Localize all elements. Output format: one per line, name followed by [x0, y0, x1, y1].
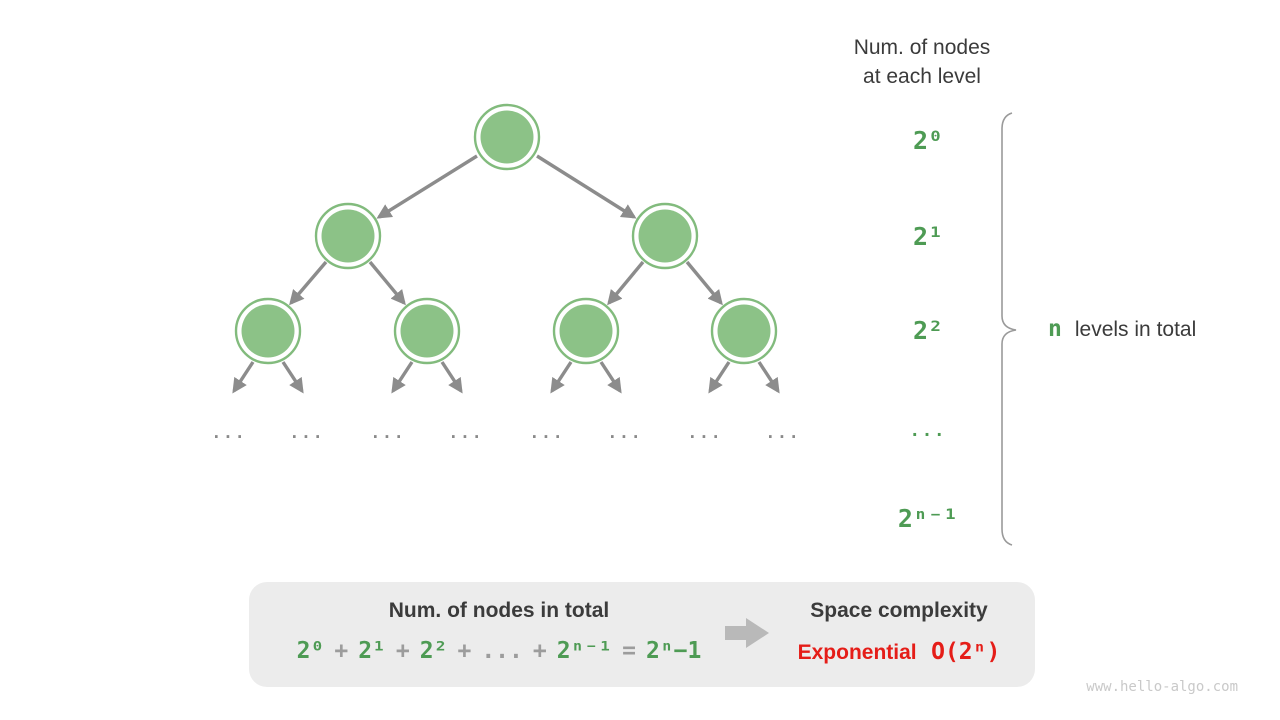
formula-token: 2ⁿ−1 — [645, 638, 702, 664]
tree-nodes — [234, 103, 778, 365]
arrow-tail — [725, 626, 746, 640]
n-symbol: n — [1048, 316, 1062, 342]
formula-token: + — [395, 638, 410, 664]
tree-node-l3-4 — [710, 297, 778, 365]
formula-token: 2¹ — [358, 638, 386, 664]
tree-node-l3-2 — [393, 297, 461, 365]
edge-continue-6 — [599, 361, 622, 394]
edge-l2-ll — [289, 260, 328, 306]
tree-node-l2-left — [314, 202, 382, 270]
levels-total-label: n levels in total — [1048, 316, 1196, 346]
tree-ellipsis-8: ... — [765, 423, 801, 442]
level-count-ellipsis: ... — [909, 421, 947, 441]
edge-l2-rl — [607, 260, 645, 306]
formula-token: 2² — [419, 638, 448, 664]
edge-continue-4 — [440, 361, 463, 394]
arrow-head — [746, 618, 769, 648]
tree-node-l2-right — [631, 202, 699, 270]
tree-node-l3-3 — [552, 297, 620, 365]
header-line1: Num. of nodes — [853, 36, 991, 59]
edge-root-right — [536, 154, 637, 219]
formula-token: 2ⁿ⁻¹ — [556, 638, 613, 664]
complexity-result: Exponential O(2ⁿ) — [779, 634, 1019, 673]
edge-continue-1 — [232, 361, 255, 394]
formula-token: = — [622, 638, 636, 664]
tree-edges — [232, 154, 780, 394]
formula-token: 2⁰ — [296, 638, 325, 664]
implies-arrow-icon — [725, 618, 769, 648]
level-count-1: 2¹ — [912, 222, 944, 251]
curly-brace — [1001, 112, 1017, 546]
total-nodes-title: Num. of nodes in total — [388, 599, 610, 622]
edge-l2-rr — [685, 260, 723, 306]
space-complexity-section: Space complexity Exponential O(2ⁿ) — [779, 582, 1019, 673]
right-panel-header: Num. of nodes at each level — [792, 33, 1052, 91]
total-nodes-section: Num. of nodes in total 2⁰ +2¹ +2² +... +2ⁿ⁻¹… — [249, 582, 749, 669]
tree-node-l3-1 — [234, 297, 302, 365]
tree-ellipsis-3: ... — [370, 423, 406, 442]
geometric-sum-formula: 2⁰ +2¹ +2² +... +2ⁿ⁻¹ = 2ⁿ−1 — [249, 633, 749, 669]
level-count-n: 2ⁿ⁻¹ — [897, 504, 959, 533]
complexity-word: Exponential — [797, 641, 917, 664]
edge-continue-3 — [391, 361, 414, 394]
edge-continue-7 — [708, 361, 731, 394]
tree-node-root — [473, 103, 541, 171]
tree-ellipsis-6: ... — [607, 423, 643, 442]
tree-ellipsis-5: ... — [529, 423, 565, 442]
level-count-0: 2⁰ — [912, 126, 944, 155]
tree-ellipsis-7: ... — [687, 423, 723, 442]
levels-total-text: levels in total — [1074, 318, 1197, 341]
header-line2: at each level — [863, 65, 981, 88]
tree-ellipsis-4: ... — [448, 423, 484, 442]
edge-continue-5 — [550, 361, 573, 394]
formula-token: + — [532, 638, 547, 664]
big-o-notation: O(2ⁿ) — [931, 639, 1001, 665]
edge-continue-2 — [281, 361, 304, 394]
edge-l2-lr — [368, 260, 406, 306]
space-complexity-title: Space complexity — [810, 599, 988, 622]
edge-root-left — [376, 154, 478, 219]
formula-token: + — [334, 638, 349, 664]
site-watermark: www.hello-algo.com — [1086, 679, 1238, 695]
summary-box: Num. of nodes in total 2⁰ +2¹ +2² +... +2ⁿ⁻¹… — [249, 582, 1035, 687]
tree-ellipsis-2: ... — [289, 423, 325, 442]
tree-ellipsis-1: ... — [211, 423, 247, 442]
edge-continue-8 — [757, 361, 780, 394]
level-count-2: 2² — [912, 316, 944, 345]
formula-token: ... — [481, 638, 523, 664]
formula-token: + — [457, 638, 472, 664]
